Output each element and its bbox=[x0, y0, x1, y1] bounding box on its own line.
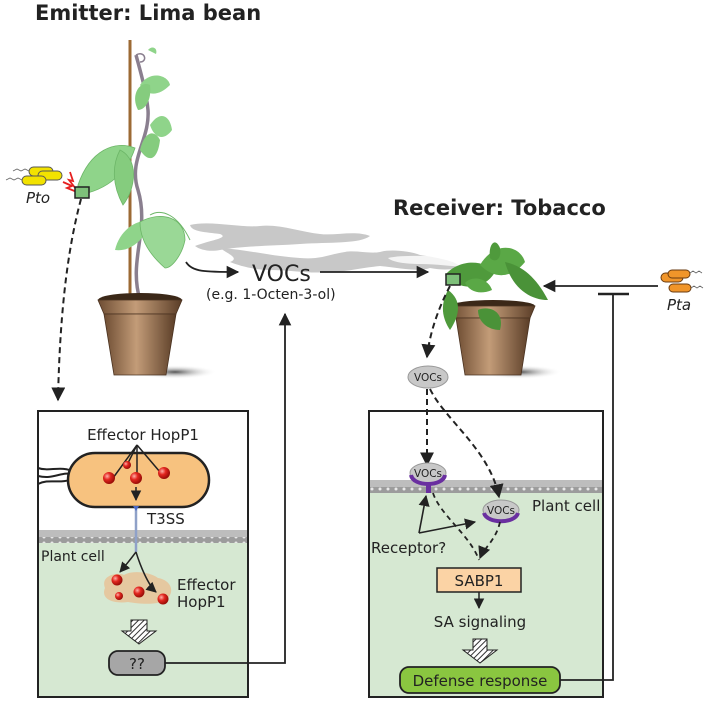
tobacco-plant-illustration bbox=[442, 242, 562, 379]
unknown-factor-label: ?? bbox=[129, 655, 145, 673]
unknown-to-vocs-connector bbox=[165, 312, 292, 664]
emission-arrow bbox=[185, 261, 240, 279]
zoom-in-arrow-left bbox=[51, 198, 82, 402]
vocs-main-label: VOCs bbox=[252, 262, 311, 287]
effector-ball bbox=[123, 461, 131, 469]
hatched-down-arrow-icon bbox=[461, 638, 499, 664]
effector-bottom-label-2: HopP1 bbox=[177, 593, 226, 611]
t3ss-label: T3SS bbox=[146, 510, 185, 528]
infection-site-marker bbox=[74, 186, 90, 199]
pto-bacteria-icon bbox=[5, 166, 63, 186]
voc-receptor-2-label: VOCs bbox=[487, 505, 515, 517]
sabp1-label: SABP1 bbox=[455, 572, 504, 590]
effector-top-label: Effector HopP1 bbox=[87, 426, 199, 444]
voc-plume bbox=[190, 223, 470, 273]
pta-bacteria-icon bbox=[660, 269, 704, 293]
receptor-question-label: Receptor? bbox=[371, 539, 446, 557]
voc-receptor-1-label: VOCs bbox=[414, 468, 442, 480]
effector-ball bbox=[111, 574, 123, 586]
receptor-membrane bbox=[409, 474, 447, 486]
emitter-title: Emitter: Lima bean bbox=[35, 1, 261, 25]
infection-spark-icon bbox=[62, 171, 78, 193]
plant-cell-label-left: Plant cell bbox=[41, 549, 105, 565]
defense-response-label: Defense response bbox=[413, 672, 548, 690]
zoom-in-arrow-right bbox=[421, 285, 451, 359]
sa-signaling-label: SA signaling bbox=[434, 613, 526, 631]
effector-ball bbox=[115, 592, 123, 600]
sabp1-box bbox=[436, 567, 522, 593]
plant-cell-label-right: Plant cell bbox=[532, 497, 600, 515]
effector-ball bbox=[158, 467, 170, 479]
effector-ball bbox=[130, 472, 142, 484]
pta-label: Pta bbox=[667, 296, 691, 314]
vocs-bubble: VOCs bbox=[407, 365, 449, 389]
right-panel: VOCs VOCs Plant cell Receptor? SABP1 SA … bbox=[368, 388, 604, 698]
left-panel: Effector HopP1 T3SS Plant cell Effector … bbox=[37, 410, 249, 698]
lima-bean-plant-illustration bbox=[77, 40, 217, 379]
pto-label: Pto bbox=[26, 189, 50, 207]
receiver-title: Receiver: Tobacco bbox=[393, 196, 606, 220]
receptor-cytoplasmic bbox=[482, 511, 520, 524]
effector-ball bbox=[157, 593, 169, 605]
defense-inhibition-connector bbox=[560, 295, 614, 681]
vocs-bubble-label: VOCs bbox=[414, 372, 442, 384]
effector-ball bbox=[103, 472, 115, 484]
effector-ball bbox=[133, 586, 145, 598]
vocs-example-label: (e.g. 1-Octen-3-ol) bbox=[206, 287, 336, 303]
effector-bottom-label-1: Effector bbox=[177, 576, 236, 594]
hatched-down-arrow-icon bbox=[120, 619, 158, 645]
voc-perception-site-marker bbox=[445, 273, 461, 286]
